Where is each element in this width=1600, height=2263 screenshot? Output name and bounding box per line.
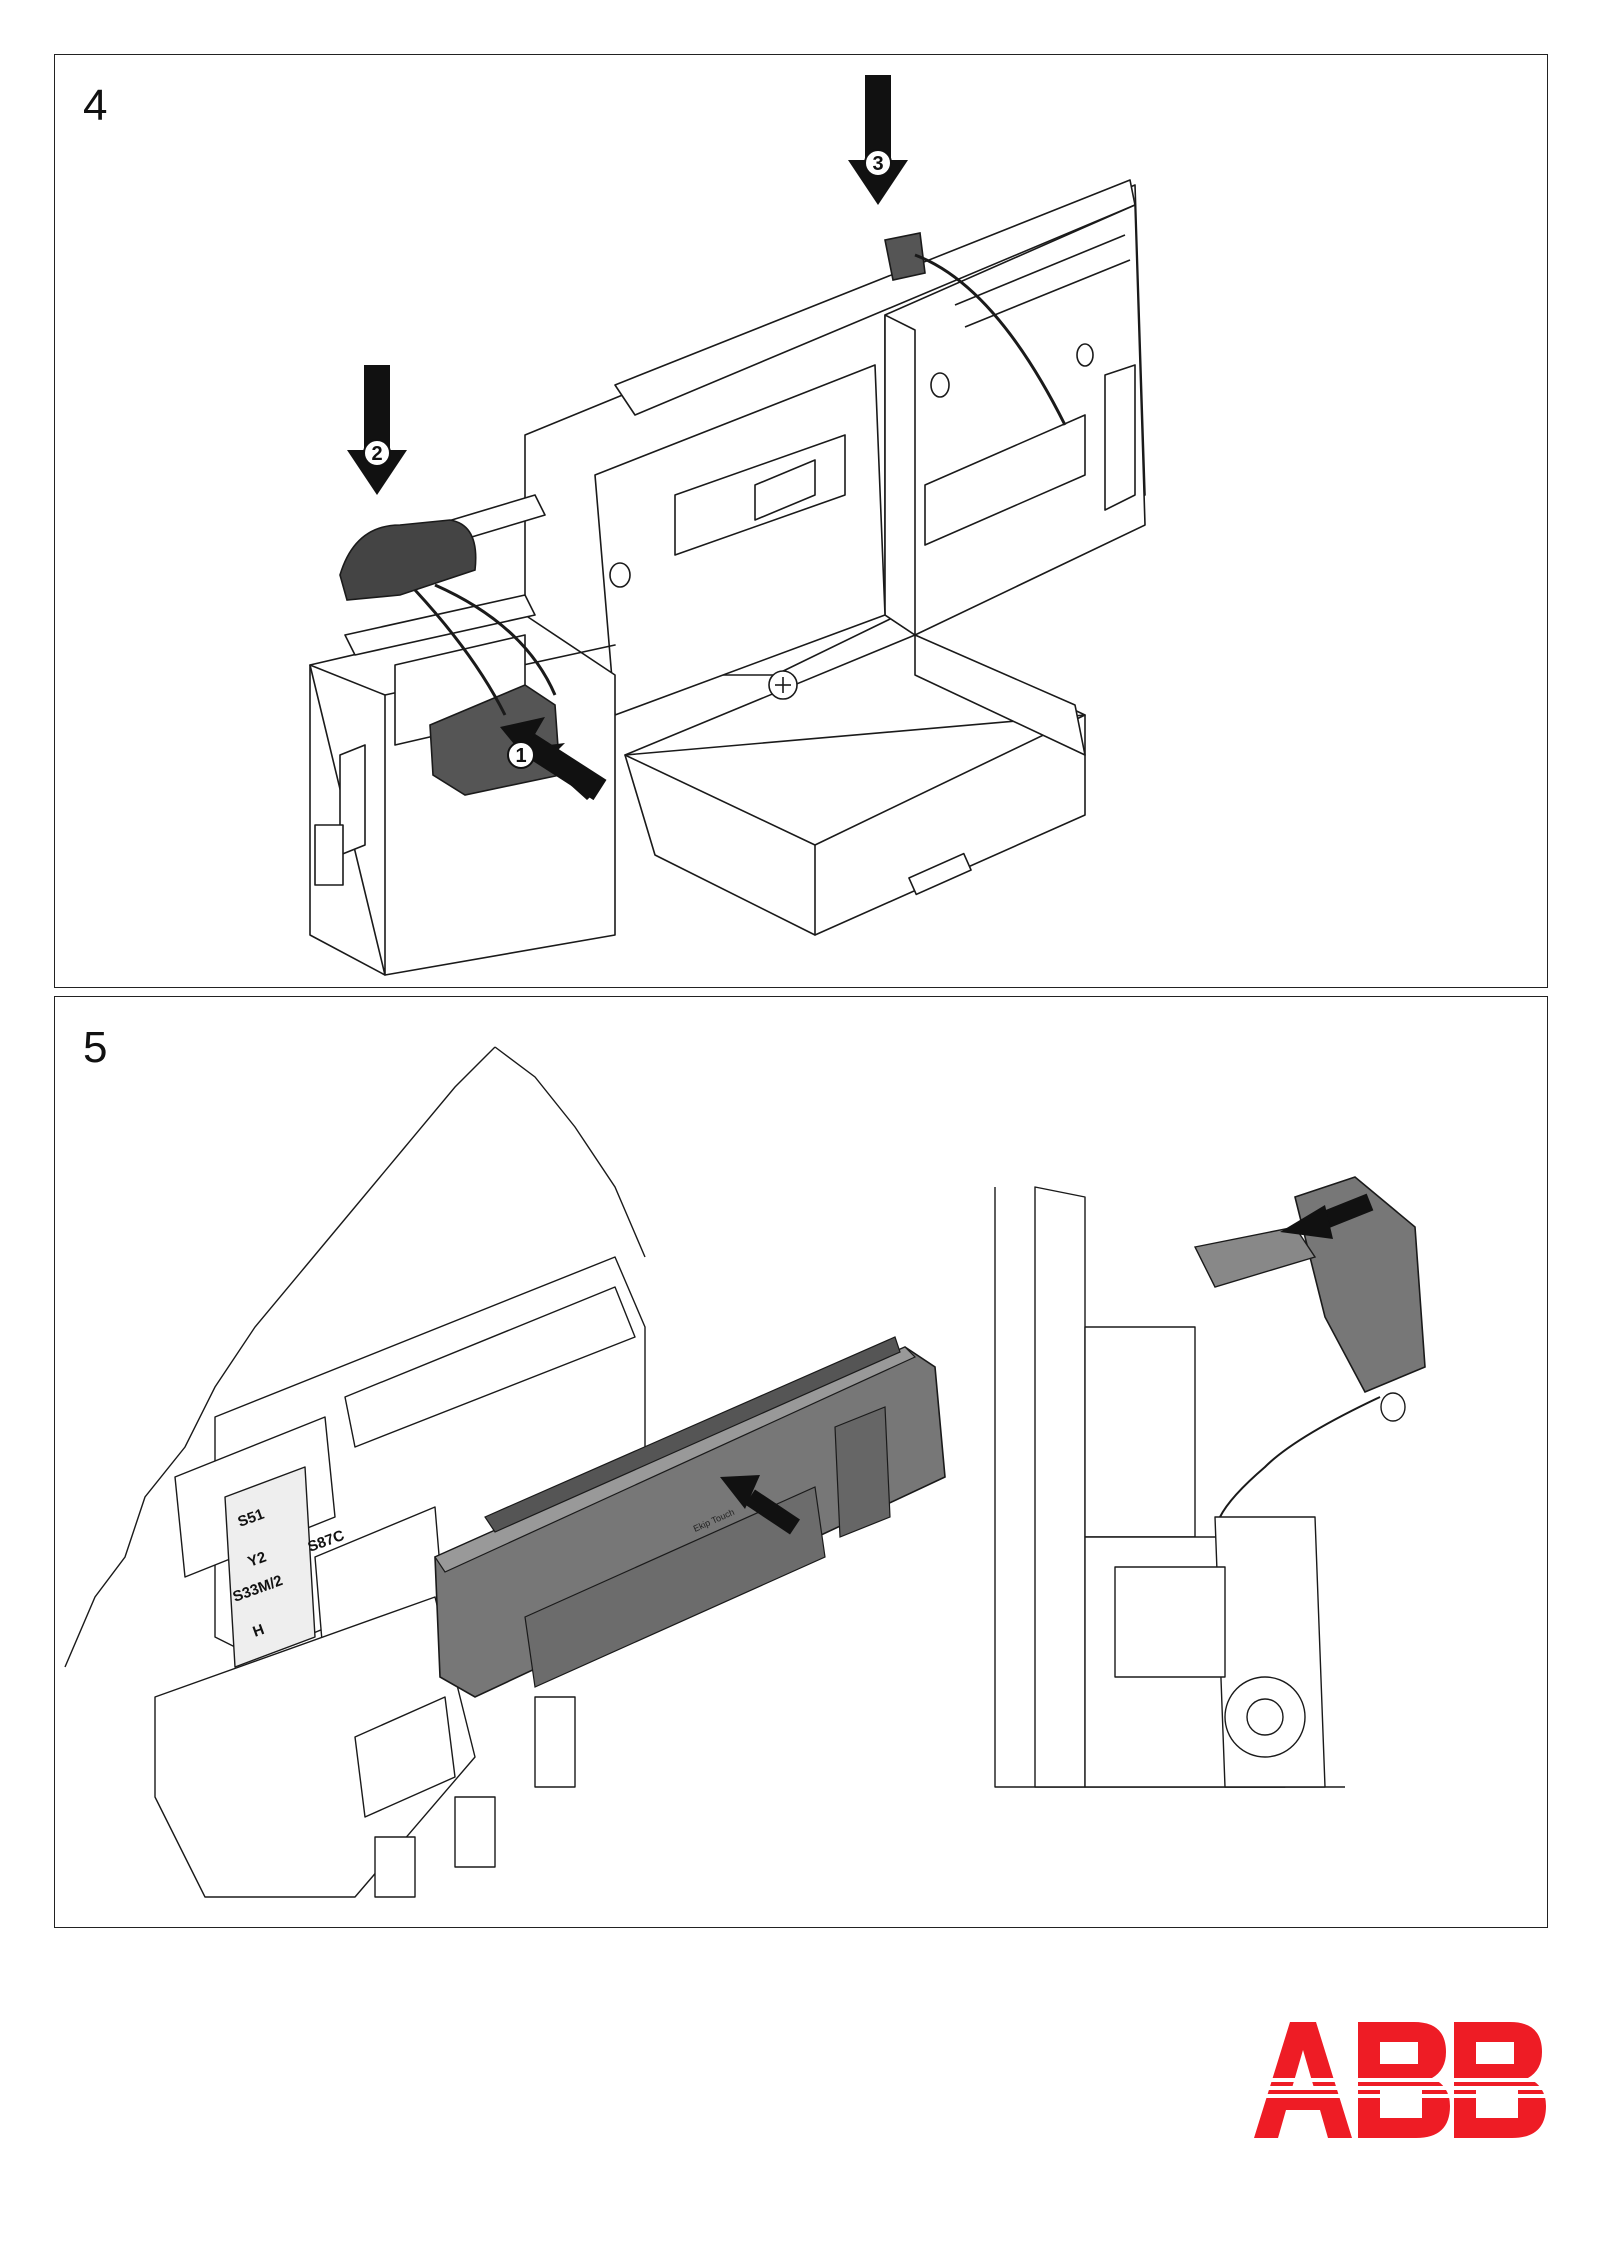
insert-arrow [720, 1475, 800, 1535]
callout-1: 1 [515, 745, 526, 767]
connector-2 [339, 519, 477, 601]
callouts: 3 2 1 [363, 149, 892, 769]
step-4-illustration: 3 2 1 [309, 75, 1146, 976]
step-4-panel: 4 [54, 54, 1548, 988]
callout-3: 3 [872, 153, 883, 175]
step-5-panel: 5 S51 Y2 S33M/2 H S87C [54, 996, 1548, 1928]
label-y2: Y2 [246, 1549, 269, 1571]
connector-3 [884, 232, 926, 281]
callout-2: 2 [371, 443, 382, 465]
step-number: 5 [83, 1023, 108, 1072]
side-arrow [1280, 1193, 1374, 1239]
side-module [1193, 1176, 1426, 1422]
cutaway-edge [64, 1046, 496, 1668]
trip-unit: Ekip Touch [434, 1336, 946, 1698]
step-5-illustration: S51 Y2 S33M/2 H S87C Ekip Touch [64, 1046, 1426, 1898]
step-number: 4 [83, 81, 108, 130]
abb-logo [1254, 2022, 1550, 2138]
